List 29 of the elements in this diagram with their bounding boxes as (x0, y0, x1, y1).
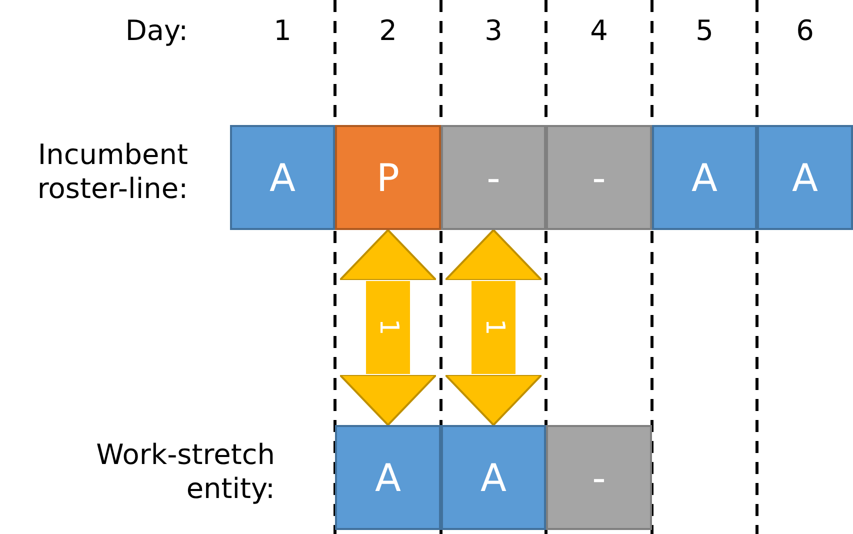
day-cell (441, 125, 546, 230)
cell-text: - (486, 156, 500, 200)
edge-label: 1 (480, 318, 507, 335)
day-cell (335, 125, 441, 230)
cell-text: A (375, 456, 401, 500)
day-number: 4 (589, 14, 609, 48)
day-cell (230, 125, 335, 230)
cell-text: A (792, 156, 818, 200)
day-number: 6 (795, 14, 815, 48)
day-cell (757, 125, 853, 230)
day-cell (546, 125, 652, 230)
row-label: Work-stretch entity: (95, 438, 275, 506)
day-number: 5 (694, 14, 714, 48)
day-number: 1 (272, 14, 292, 48)
day-cell (441, 425, 546, 530)
day-number: 3 (484, 14, 504, 48)
cell-text: A (692, 156, 718, 200)
axis-label: Day: (125, 14, 188, 48)
row-label: Incumbent roster-line: (36, 138, 188, 206)
cell-text: P (376, 156, 400, 200)
cell-text: A (480, 456, 506, 500)
day-cell (652, 125, 757, 230)
edge-label: 1 (375, 318, 402, 335)
day-cell (335, 425, 441, 530)
cell-text: - (592, 156, 606, 200)
cell-text: - (592, 456, 606, 500)
day-number: 2 (378, 14, 398, 48)
cell-text: A (270, 156, 296, 200)
day-cell (546, 425, 652, 530)
